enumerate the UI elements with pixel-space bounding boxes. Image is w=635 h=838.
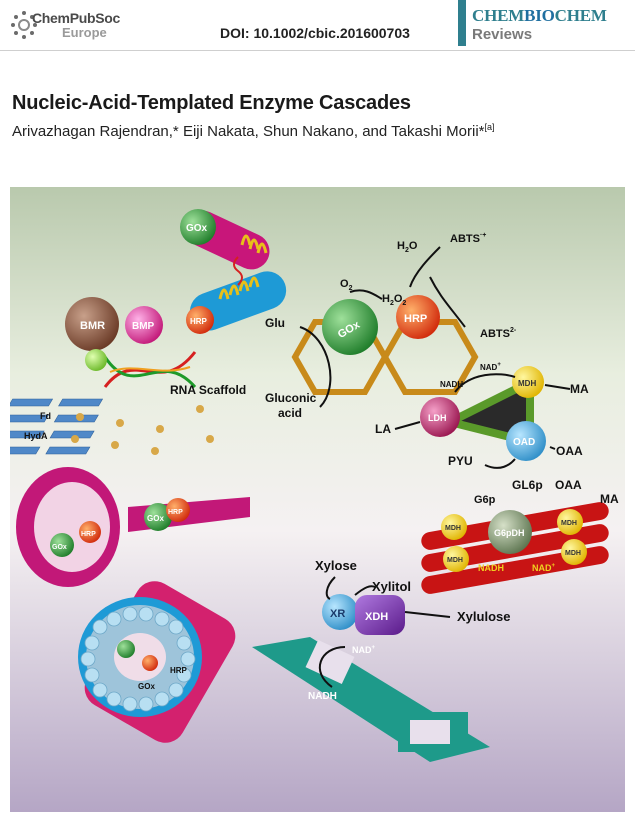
doi-link[interactable]: DOI: 10.1002/cbic.201600703 xyxy=(220,25,410,41)
abts-radical-label: ABTS·+ xyxy=(450,232,486,245)
xylose-label: Xylose xyxy=(315,558,357,573)
hrp-enzyme-hex xyxy=(396,295,440,339)
fd-hyda-proteins xyxy=(71,405,214,455)
glu-label: Glu xyxy=(265,316,285,330)
mdh-enzyme-4 xyxy=(561,539,587,565)
gox-in-tube xyxy=(50,533,74,557)
bmr-label: BMR xyxy=(80,320,105,332)
nad-label-bundle: NAD+ xyxy=(532,563,556,573)
small-green-sphere xyxy=(85,349,107,371)
mdh-enzyme-1 xyxy=(441,514,467,540)
nad-label-top: NAD+ xyxy=(480,362,501,372)
hrp-label-plate: HRP xyxy=(168,509,183,516)
hrp-label-tube: HRP xyxy=(81,531,96,538)
hrp-label: HRP xyxy=(190,317,208,326)
gox-enzyme xyxy=(180,209,216,245)
xylitol-label: Xylitol xyxy=(372,579,411,594)
journal-logo: CHEMBIOCHEM Reviews xyxy=(458,0,635,46)
mdh-label-2: MDH xyxy=(447,557,463,564)
nadh-label-top: NADH xyxy=(440,380,463,389)
fd-label: Fd xyxy=(40,411,51,421)
la-label: LA xyxy=(375,422,391,436)
acid-label: acid xyxy=(278,406,302,420)
gox-on-plate xyxy=(144,503,172,531)
xdh-enzyme xyxy=(355,595,405,635)
three-way-junction xyxy=(438,375,534,448)
gluconic-label: Gluconic xyxy=(265,391,317,405)
mdh-label-4: MDH xyxy=(565,550,581,557)
journal-color-bar xyxy=(458,0,466,46)
gox-in-barrel xyxy=(117,640,135,658)
oad-label: OAD xyxy=(513,437,535,448)
mdh-label-3: MDH xyxy=(561,520,577,527)
xr-label: XR xyxy=(330,608,345,620)
xylose-arrows xyxy=(319,576,451,688)
rna-scaffold-label: RNA Scaffold xyxy=(170,383,246,397)
mdh-enzyme-top xyxy=(512,366,544,398)
gox-label-tube: GOx xyxy=(52,544,67,551)
hrp-in-tube xyxy=(79,521,101,543)
chempubsoc-logo xyxy=(10,8,150,46)
junction-arrows xyxy=(394,373,571,469)
nad-label-xdh: NAD+ xyxy=(352,645,376,655)
dna-helix xyxy=(103,351,197,388)
mdh-label-top: MDH xyxy=(518,379,536,388)
nadh-label-bundle: NADH xyxy=(478,563,504,573)
hrp-in-barrel xyxy=(142,655,158,671)
mdh-enzyme-2 xyxy=(443,546,469,572)
bmp-enzyme xyxy=(125,306,163,344)
g6pdh-enzyme xyxy=(488,510,532,554)
teal-dna-frame xyxy=(252,637,490,762)
gox-label-barrel: GOx xyxy=(138,682,155,691)
journal-section: Reviews xyxy=(472,26,533,43)
bmr-enzyme xyxy=(65,297,119,351)
ma-label-right: MA xyxy=(600,492,619,506)
page-header: ChemPubSoc Europe DOI: 10.1002/cbic.2016… xyxy=(0,0,635,56)
nadh-label-xdh: NADH xyxy=(308,691,337,702)
g6pdh-label: G6pDH xyxy=(494,528,525,538)
publisher-region: Europe xyxy=(62,25,107,40)
publisher-name: ChemPubSoc xyxy=(32,10,121,26)
article-title: Nucleic-Acid-Templated Enzyme Cascades xyxy=(12,92,411,114)
stars-icon xyxy=(11,11,37,39)
ldh-enzyme xyxy=(420,397,460,437)
graphical-abstract: GOx HRP BMR BMP RNA Scaffold Fd HydA xyxy=(0,187,625,812)
xylulose-label: Xylulose xyxy=(457,609,510,624)
hrp-label-barrel: HRP xyxy=(170,666,188,675)
o2-label: O2 xyxy=(340,278,353,292)
xdh-label: XDH xyxy=(365,611,388,623)
oaa-label-mid: OAA xyxy=(556,444,583,458)
hrp-enzyme xyxy=(186,306,214,334)
hex-reaction-arrows xyxy=(299,246,466,408)
mdh-enzyme-3 xyxy=(557,509,583,535)
header-divider xyxy=(0,50,635,51)
hrp-on-plate xyxy=(166,498,190,522)
pyu-label: PYU xyxy=(448,454,473,468)
bmp-label: BMP xyxy=(132,321,155,332)
ldh-label: LDH xyxy=(428,413,447,423)
mdh-label-1: MDH xyxy=(445,525,461,532)
hyda-label: HydA xyxy=(24,431,48,441)
h2o-label: H2O xyxy=(397,240,418,254)
gox-enzyme-hex xyxy=(322,299,378,355)
article-authors: Arivazhagan Rajendran,* Eiji Nakata, Shu… xyxy=(12,122,495,140)
abts2-label: ABTS2- xyxy=(480,327,517,340)
hrp-label-hex: HRP xyxy=(404,313,427,325)
gox-label-plate: GOx xyxy=(147,514,164,523)
gox-label: GOx xyxy=(186,223,208,234)
xr-enzyme xyxy=(322,594,358,630)
gl6p-label: GL6p xyxy=(512,478,543,492)
journal-title: CHEMBIOCHEM xyxy=(472,6,607,25)
ma-label-top: MA xyxy=(570,382,589,396)
oaa-label-right: OAA xyxy=(555,478,582,492)
g6p-label: G6p xyxy=(474,494,496,506)
h2o2-label: H2O2 xyxy=(382,293,406,307)
oad-enzyme xyxy=(506,421,546,461)
